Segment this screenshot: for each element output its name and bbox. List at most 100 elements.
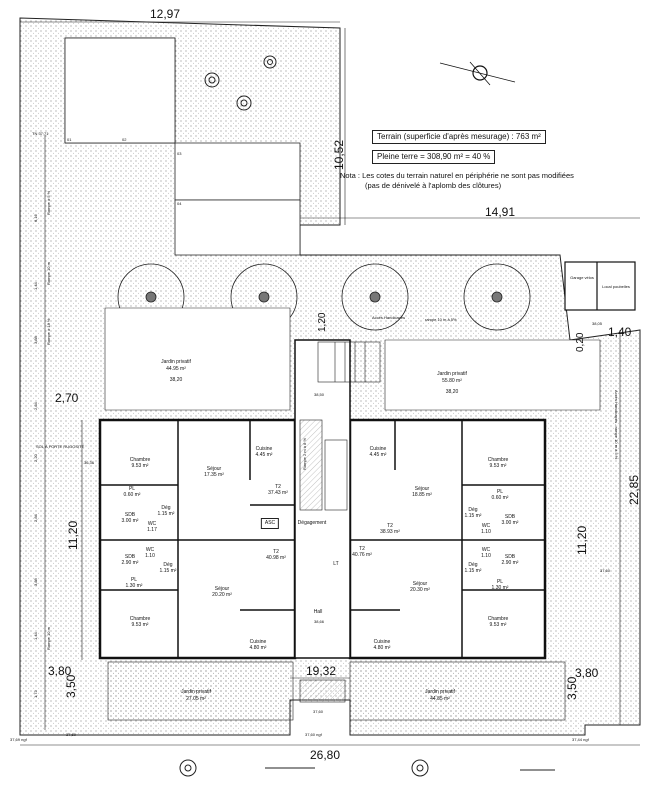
br-chambre-area: 9.53 m² bbox=[489, 622, 507, 628]
access-dim: 1,20 bbox=[317, 312, 328, 332]
br-sdb-area: 2.90 m² bbox=[501, 560, 519, 566]
dim-center: 19,32 bbox=[306, 664, 337, 678]
dim-right-small: 0,20 bbox=[575, 332, 586, 352]
access-handicap: Accès Handicapés bbox=[372, 315, 406, 320]
annex-level: 38,05 bbox=[592, 321, 603, 326]
tl-deg-area: 1.15 m² bbox=[157, 511, 175, 517]
garden-tr-name: Jardin privatif bbox=[437, 371, 467, 377]
br-wc: WC bbox=[481, 547, 491, 553]
lot-number: 03 bbox=[177, 151, 182, 156]
tr-chambre: Chambre bbox=[487, 457, 509, 463]
tl-wc-area: 1.17 bbox=[147, 527, 157, 533]
trees-top bbox=[204, 55, 277, 111]
dim-left-low: 3,80 bbox=[48, 664, 72, 678]
level-stair: 38,50 bbox=[314, 392, 325, 397]
bl-sejour: Séjour bbox=[214, 586, 230, 592]
garden-tl-name: Jardin privatif bbox=[161, 359, 191, 365]
dimension-lines bbox=[20, 21, 640, 746]
walls-left bbox=[100, 420, 295, 658]
tl-pl: PL bbox=[128, 486, 136, 492]
ramp-center: Rampe 2 m à 8 % bbox=[302, 437, 307, 470]
br-chambre: Chambre bbox=[487, 616, 509, 622]
br-deg-area: 1.15 m² bbox=[464, 568, 482, 574]
level-br: 37,44 ngf bbox=[572, 737, 589, 742]
left-dim: 1,44 bbox=[33, 282, 38, 290]
stairs bbox=[299, 341, 381, 703]
left-dim: 3,88 bbox=[33, 578, 38, 586]
garage-label: Garage vélos bbox=[570, 275, 594, 280]
tr-total: 38.93 m² bbox=[380, 529, 400, 535]
walls-right bbox=[350, 420, 545, 658]
garden-br-area: 44.85 m² bbox=[430, 696, 450, 702]
lot-number: 02 bbox=[122, 137, 127, 142]
bl-deg-area: 1.15 m² bbox=[159, 568, 177, 574]
hall-label: Hall bbox=[313, 609, 323, 615]
lt-label: LT bbox=[333, 561, 339, 567]
bl-wc-area: 1.10 bbox=[145, 553, 155, 559]
trees-row bbox=[117, 263, 531, 331]
left-note: Rampe 10 m bbox=[46, 627, 51, 650]
tl-chambre: Chambre bbox=[129, 457, 151, 463]
garden-tr-level: 38,20 bbox=[445, 389, 459, 395]
tl-sejour-area: 17.35 m² bbox=[204, 472, 224, 478]
garden-br-name: Jardin privatif bbox=[425, 689, 455, 695]
br-total: 40.76 m² bbox=[352, 552, 372, 558]
bl-chambre: Chambre bbox=[129, 616, 151, 622]
lot-number: 04 bbox=[177, 201, 182, 206]
bl-wc: WC bbox=[145, 547, 155, 553]
trees-bottom bbox=[179, 759, 555, 777]
tl-cuisine: Cuisine bbox=[255, 446, 273, 452]
area-box: Terrain (superficie d'après mesurage) : … bbox=[372, 130, 546, 144]
right-access-note: Accès Handicapés - rampe 10 m à 5 % bbox=[614, 390, 619, 460]
north-arrow bbox=[439, 61, 516, 86]
site-note-line1: Nota : Les cotes du terrain naturel en p… bbox=[340, 171, 574, 180]
tr-sdb: SDB bbox=[504, 514, 516, 520]
asc-box: ASC bbox=[260, 518, 280, 529]
dim-left-top: 2,70 bbox=[55, 391, 79, 405]
tr-cuisine: Cuisine bbox=[369, 446, 387, 452]
tr-sdb-area: 3.00 m² bbox=[501, 520, 519, 526]
tl-deg: Dég bbox=[161, 505, 171, 511]
br-type: T2 bbox=[359, 546, 365, 552]
neighbour-lots bbox=[64, 37, 301, 256]
lot-number: 01 bbox=[67, 137, 72, 142]
dim-right-bot-b: 3,50 bbox=[565, 676, 579, 700]
garden-bl-name: Jardin privatif bbox=[181, 689, 211, 695]
dim-right-low: 11,20 bbox=[575, 525, 589, 555]
degagement-label: Dégagement bbox=[297, 520, 327, 526]
tl-sdb: SDB bbox=[124, 512, 136, 518]
bl-chambre-area: 9.53 m² bbox=[131, 622, 149, 628]
pleine-terre-box: Pleine terre = 308,90 m² = 40 % bbox=[372, 150, 496, 164]
level-right: 37,60 bbox=[600, 568, 611, 573]
level-bottom-mid: 37,60 ngf bbox=[305, 732, 322, 737]
tl-sdb-area: 3.00 m² bbox=[121, 518, 139, 524]
dim-bottom: 26,80 bbox=[310, 748, 341, 762]
level-bottom-center: 37,60 bbox=[313, 709, 324, 714]
garden-tl-level: 38,20 bbox=[169, 377, 183, 383]
site-note-line2: (pas de dénivelé à l'aplomb des clôtures… bbox=[365, 181, 502, 190]
left-note: Rampe à 5 % bbox=[46, 190, 51, 215]
dim-right-top: 1,40 bbox=[608, 325, 632, 339]
br-cuisine-area: 4.80 m² bbox=[373, 645, 391, 651]
level-bl: 37,69 ngf bbox=[10, 737, 27, 742]
left-dim: 3,88 bbox=[33, 336, 38, 344]
br-sejour: Séjour bbox=[412, 581, 428, 587]
br-pl: PL bbox=[496, 579, 504, 585]
poubelles-label: Local poubelles bbox=[602, 284, 630, 289]
garden-tl-area: 44.95 m² bbox=[166, 366, 186, 372]
bl-cuisine: Cuisine bbox=[249, 639, 267, 645]
gardens bbox=[104, 307, 601, 721]
bl-total: 40.98 m² bbox=[266, 555, 286, 561]
br-sdb: SDB bbox=[504, 554, 516, 560]
tl-chambre-area: 9.53 m² bbox=[131, 463, 149, 469]
dim-right-vertical: 10,52 bbox=[332, 139, 346, 170]
tr-cuisine-area: 4.45 m² bbox=[369, 452, 387, 458]
annex-sheds bbox=[564, 261, 636, 311]
tr-wc: WC bbox=[481, 523, 491, 529]
dim-right-bot-a: 3,80 bbox=[575, 666, 599, 680]
level-left: 36,36 bbox=[84, 460, 95, 465]
dim-left-bot: 3,50 bbox=[64, 674, 78, 698]
tr-chambre-area: 9.53 m² bbox=[489, 463, 507, 469]
